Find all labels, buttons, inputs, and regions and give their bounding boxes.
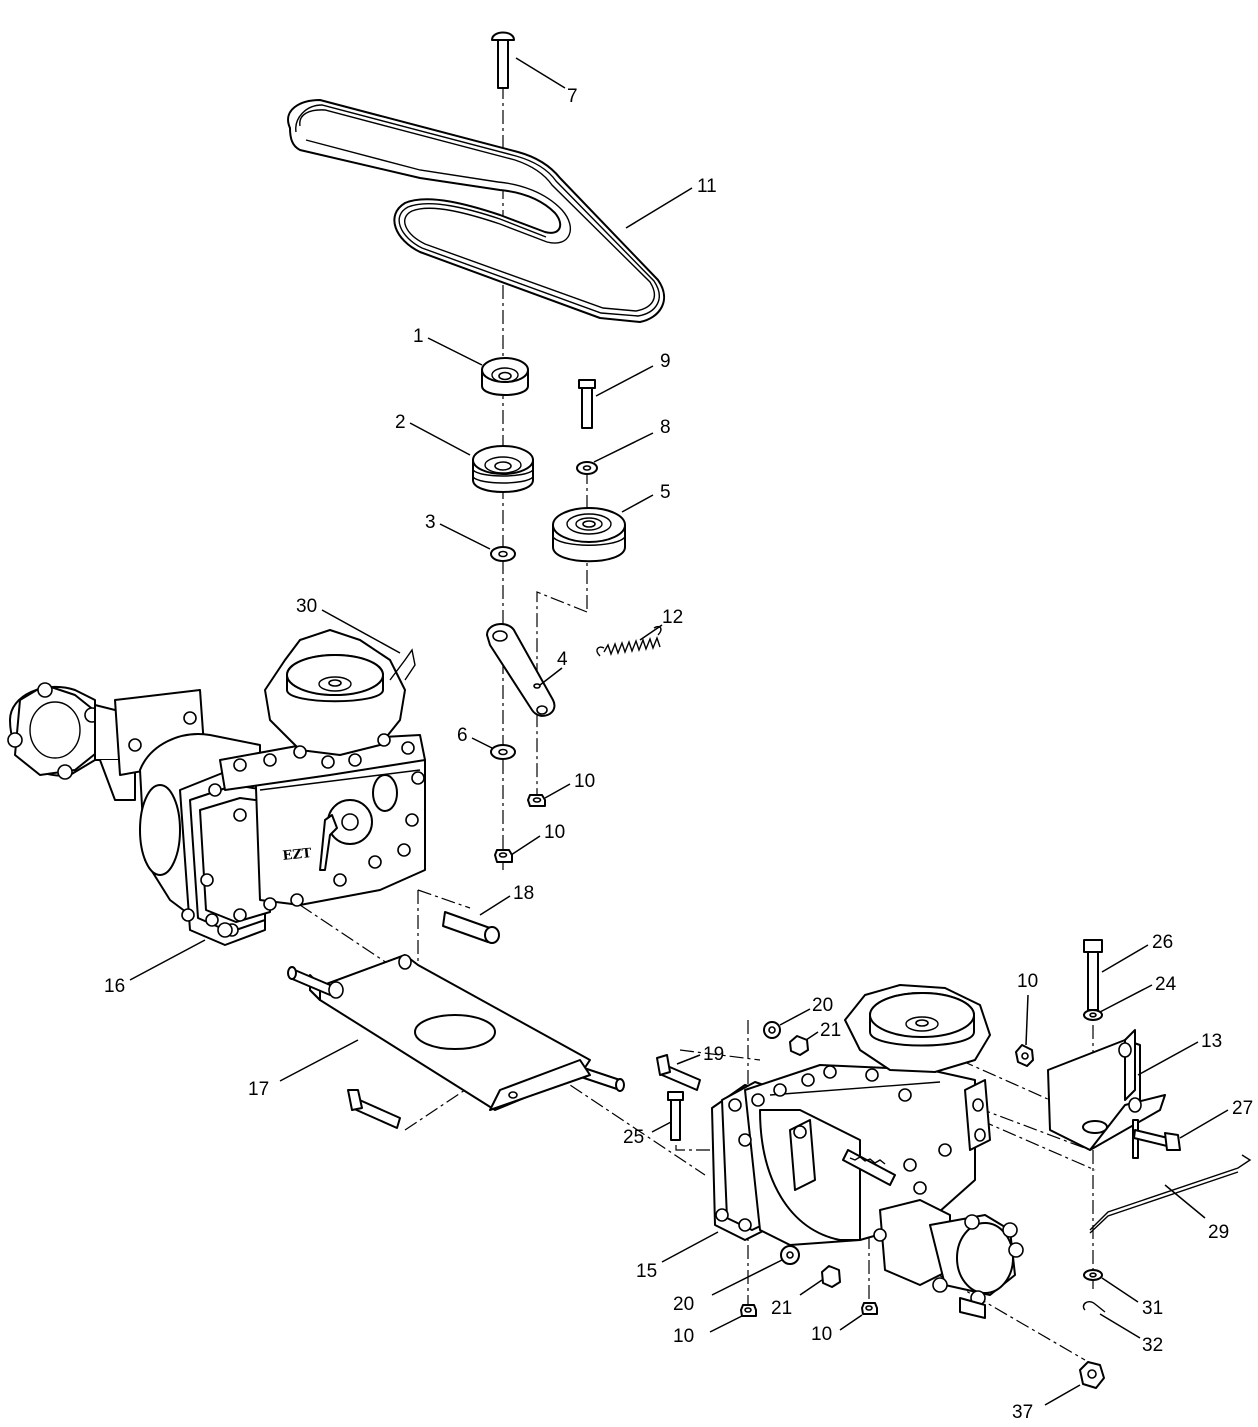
callout-12: 12	[662, 607, 683, 628]
callout-1: 1	[413, 326, 424, 347]
idler-pulley-5	[552, 507, 626, 563]
drive-pulley-2	[472, 445, 534, 493]
cotter-pin-32	[1082, 1301, 1106, 1313]
bolt-9	[578, 379, 596, 429]
washer-3	[490, 546, 516, 562]
callout-10-d: 10	[673, 1326, 694, 1347]
callout-10-b: 10	[544, 822, 565, 843]
callout-16: 16	[104, 976, 125, 997]
callout-32: 32	[1142, 1335, 1163, 1356]
nut-21-lower	[821, 1265, 841, 1288]
housing-bolts-right	[715, 1065, 952, 1242]
callout-2: 2	[395, 412, 406, 433]
callout-21-a: 21	[820, 1020, 841, 1041]
callout-10-c: 10	[1017, 971, 1038, 992]
callout-labels: 1 2 3 4 5 6 7 8 9 10 10 10 10 10 11 12 1…	[104, 86, 1253, 1423]
housing-bolts	[181, 733, 425, 938]
callout-6: 6	[457, 725, 468, 746]
right-transmission-15	[711, 984, 1024, 1319]
callout-30: 30	[296, 596, 317, 617]
mount-plate-17	[287, 954, 625, 1111]
bolt-19	[656, 1054, 701, 1091]
callout-7: 7	[567, 86, 578, 107]
rod-29	[1089, 1154, 1252, 1234]
washer-20-lower	[780, 1245, 800, 1265]
callout-15: 15	[636, 1261, 657, 1282]
callout-8: 8	[660, 417, 671, 438]
bolt-26	[1083, 939, 1103, 1011]
left-transmission-16: EZT	[7, 629, 426, 946]
callout-18: 18	[513, 883, 534, 904]
leader-lines	[129, 57, 1229, 1406]
washer-24	[1083, 1009, 1103, 1021]
plate-bolt	[347, 1089, 401, 1129]
nut-21-upper	[789, 1035, 809, 1056]
bolt-7	[491, 31, 515, 89]
ezt-casting-label: EZT	[282, 846, 313, 864]
washer-8	[576, 461, 598, 475]
nut-10-upper	[527, 794, 546, 807]
callout-9: 9	[660, 351, 671, 372]
callout-17: 17	[248, 1079, 269, 1100]
callout-4: 4	[557, 649, 568, 670]
idler-pulley-1	[481, 357, 529, 396]
callout-11: 11	[697, 176, 717, 197]
callout-10-e: 10	[811, 1324, 832, 1345]
idler-arm-4	[486, 623, 556, 717]
extension-spring-12	[596, 625, 662, 657]
callout-19: 19	[703, 1044, 724, 1065]
callout-24: 24	[1155, 974, 1177, 995]
washer-6	[490, 744, 516, 760]
washer-31	[1083, 1269, 1103, 1281]
callout-26: 26	[1152, 932, 1173, 953]
callout-20-b: 20	[673, 1294, 694, 1315]
callout-21-b: 21	[771, 1298, 792, 1319]
callout-5: 5	[660, 482, 671, 503]
callout-27: 27	[1232, 1098, 1253, 1119]
bolt-27	[1133, 1129, 1181, 1151]
callout-10-a: 10	[574, 771, 595, 792]
callout-37: 37	[1012, 1402, 1033, 1423]
bolt-25	[667, 1091, 684, 1141]
callout-31: 31	[1142, 1298, 1163, 1319]
callout-20-a: 20	[812, 995, 833, 1016]
pin-18	[442, 911, 500, 944]
nut-10-lower	[494, 849, 513, 863]
callout-13: 13	[1201, 1031, 1222, 1052]
callout-3: 3	[425, 512, 436, 533]
nut-10-bottom-left	[740, 1304, 757, 1317]
nut-10-bottom-right	[861, 1302, 878, 1315]
bracket-13	[1047, 1029, 1166, 1159]
washer-20-upper	[763, 1021, 781, 1039]
nut-10-bracket	[1015, 1044, 1034, 1067]
callout-25: 25	[623, 1127, 644, 1148]
callout-29: 29	[1208, 1222, 1229, 1243]
nut-37	[1079, 1361, 1105, 1389]
drive-belt	[287, 99, 665, 323]
